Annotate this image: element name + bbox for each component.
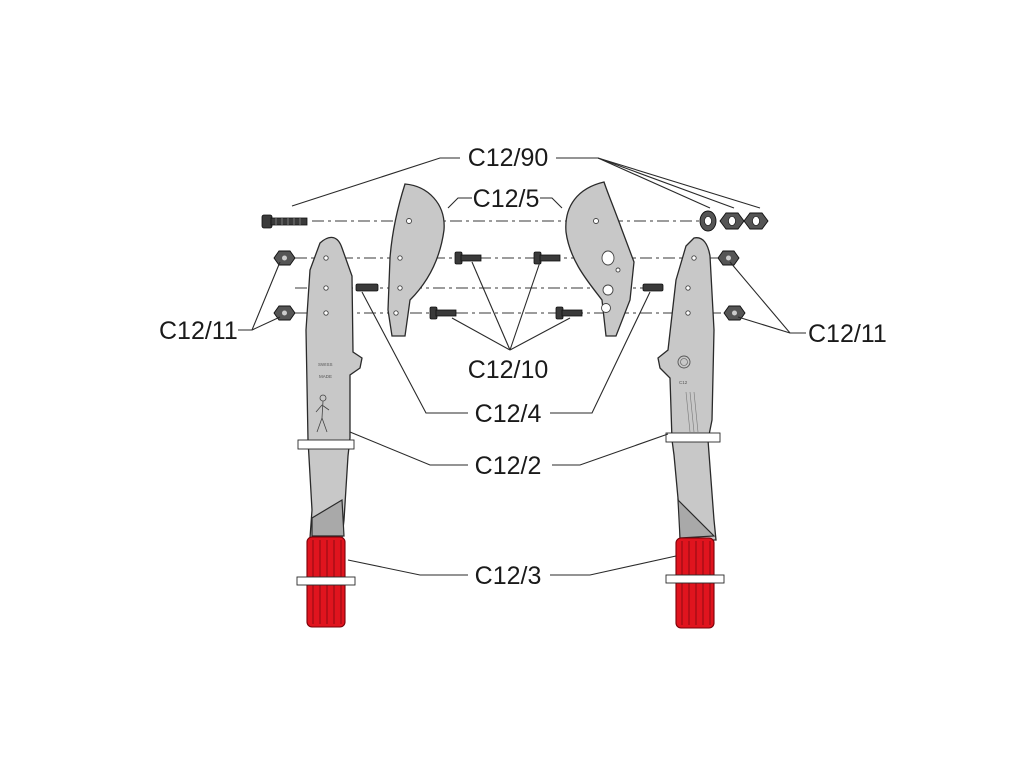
screw-1-icon <box>454 251 482 265</box>
pivot-nut-set-icon <box>699 210 769 232</box>
right-grip <box>665 537 725 629</box>
label-c12-4: C12/4 <box>475 400 542 428</box>
label-c12-3: C12/3 <box>475 562 542 590</box>
nut-right-upper-icon <box>717 250 740 266</box>
nut-left-lower-icon <box>273 305 296 321</box>
left-grip <box>296 536 356 628</box>
label-c12-11-left: C12/11 <box>159 317 238 345</box>
label-c12-10: C12/10 <box>468 356 549 384</box>
pin-right-icon <box>642 283 664 292</box>
screw-2-icon <box>429 306 457 320</box>
handle-marking-made: MADE <box>319 374 332 379</box>
brand-seal-icon <box>677 355 691 369</box>
right-blade <box>565 181 635 337</box>
engraved-text-lines <box>685 391 699 433</box>
label-c12-2: C12/2 <box>475 452 542 480</box>
engraved-figure-icon <box>315 394 330 433</box>
nut-left-upper-icon <box>273 250 296 266</box>
leader-lines <box>238 157 806 576</box>
label-c12-11-right: C12/11 <box>808 320 887 348</box>
left-blade <box>387 183 445 337</box>
screw-3-icon <box>533 251 561 265</box>
pivot-bolt-icon <box>261 214 308 229</box>
handle-marking-model: C12 <box>679 380 688 385</box>
pin-left-icon <box>355 283 379 292</box>
label-c12-5: C12/5 <box>473 185 540 213</box>
left-handle: SWISS MADE <box>296 236 363 628</box>
right-handle: C12 <box>657 237 725 629</box>
assembly-axes <box>295 220 735 314</box>
handle-marking-swiss: SWISS <box>318 362 333 367</box>
nut-right-lower-icon <box>723 305 746 321</box>
label-c12-90: C12/90 <box>468 144 549 172</box>
screw-4-icon <box>555 306 583 320</box>
